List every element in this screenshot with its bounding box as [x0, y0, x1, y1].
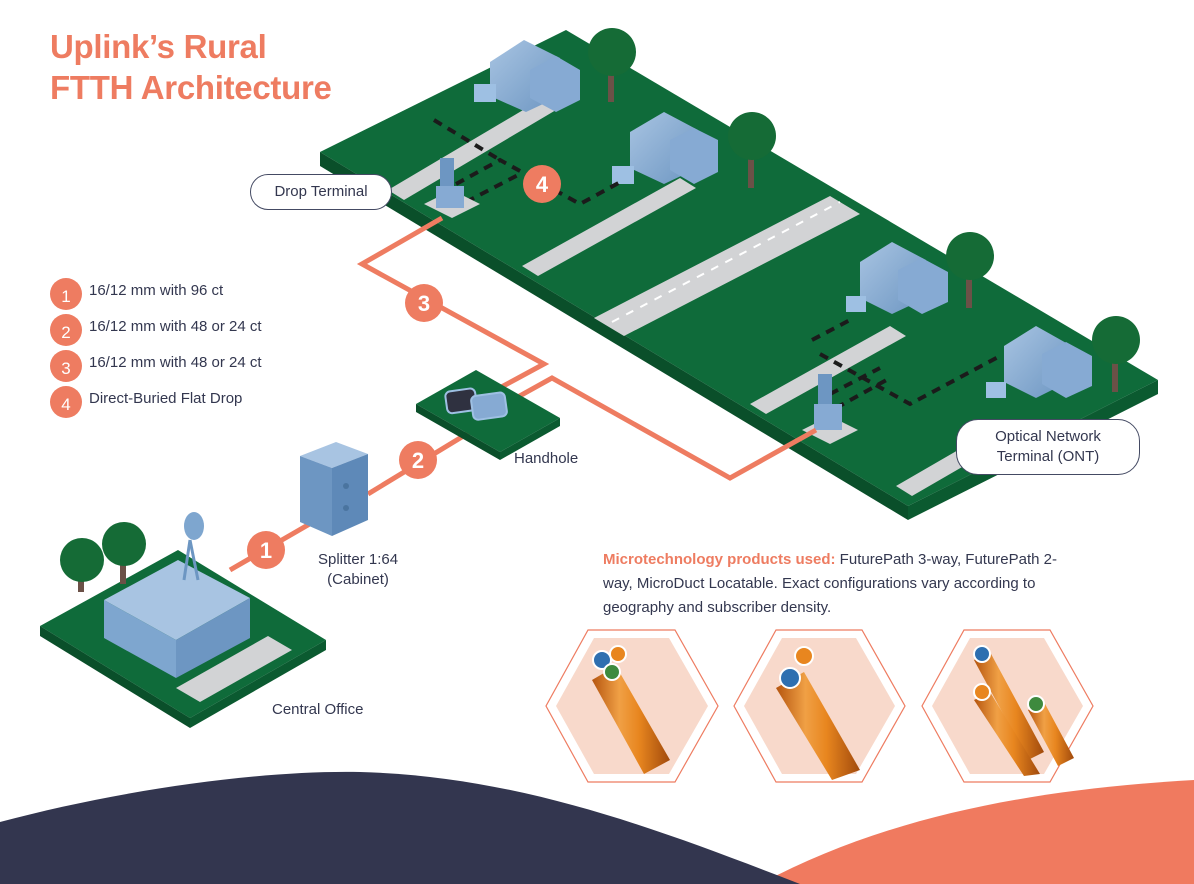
drop-terminal-2	[802, 374, 858, 444]
splitter-label: Splitter 1:64 (Cabinet)	[318, 550, 398, 590]
title-line-2: FTTH Architecture	[50, 69, 332, 106]
tree-1	[588, 28, 636, 102]
central-office-label: Central Office	[272, 701, 364, 718]
tree-4	[1092, 316, 1140, 392]
drop-lines	[432, 118, 1001, 410]
neighborhood-plate	[320, 30, 1158, 520]
house-4	[986, 326, 1092, 398]
badge-1: 1	[247, 531, 285, 569]
legend-text: Direct-Buried Flat Drop	[89, 389, 243, 407]
house-2	[612, 112, 718, 184]
coral-wave	[760, 780, 1194, 884]
legend-text: 16/12 mm with 48 or 24 ct	[89, 353, 262, 371]
legend-number-badge: 2	[50, 314, 82, 346]
legend-number-badge: 4	[50, 386, 82, 418]
svg-text:1: 1	[260, 538, 272, 563]
legend-item: 4 Direct-Buried Flat Drop	[50, 384, 262, 420]
title-line-1: Uplink’s Rural	[50, 28, 267, 65]
main-road	[594, 196, 860, 336]
drop-terminal-label: Drop Terminal	[250, 174, 392, 210]
products-description: Microtechnology products used: FuturePat…	[603, 548, 1063, 620]
ont-label: Optical Network Terminal (ONT)	[956, 419, 1140, 475]
products-body: FuturePath 3-way, FuturePath 2-way, Micr…	[603, 551, 1058, 616]
legend-item: 3 16/12 mm with 48 or 24 ct	[50, 348, 262, 384]
svg-text:2: 2	[412, 448, 424, 473]
legend-text: 16/12 mm with 96 ct	[89, 281, 224, 299]
ont-label-line-1: Optical Network	[995, 428, 1101, 445]
handhole	[416, 370, 560, 460]
house-3	[846, 242, 948, 314]
product-hex-two-way	[733, 629, 906, 783]
splitter-cabinet	[300, 442, 368, 536]
handhole-label: Handhole	[514, 450, 579, 467]
legend-number-badge: 1	[50, 278, 82, 310]
svg-text:3: 3	[418, 291, 430, 316]
ont-label-line-2: Terminal (ONT)	[996, 448, 1100, 465]
tree-3	[946, 232, 994, 308]
badge-4: 4	[523, 165, 561, 203]
house-1	[474, 40, 580, 112]
legend: 1 16/12 mm with 96 ct 2 16/12 mm with 48…	[50, 276, 262, 420]
product-hex-three-way	[545, 629, 719, 783]
splitter-label-line-1: Splitter 1:64	[318, 551, 399, 568]
badge-2: 2	[399, 441, 437, 479]
product-hex-locatable	[921, 629, 1094, 783]
legend-number-badge: 3	[50, 350, 82, 382]
splitter-label-line-2: (Cabinet)	[327, 571, 389, 588]
legend-text: 16/12 mm with 48 or 24 ct	[89, 317, 262, 335]
page-title: Uplink’s Rural FTTH Architecture	[50, 26, 332, 108]
drop-terminal-1	[424, 158, 480, 218]
central-office	[40, 512, 326, 728]
badge-3: 3	[405, 284, 443, 322]
legend-item: 1 16/12 mm with 96 ct	[50, 276, 262, 312]
tree-2	[728, 112, 776, 188]
products-heading: Microtechnology products used:	[603, 551, 836, 568]
svg-text:4: 4	[536, 172, 549, 197]
legend-item: 2 16/12 mm with 48 or 24 ct	[50, 312, 262, 348]
navy-wave	[0, 771, 800, 884]
